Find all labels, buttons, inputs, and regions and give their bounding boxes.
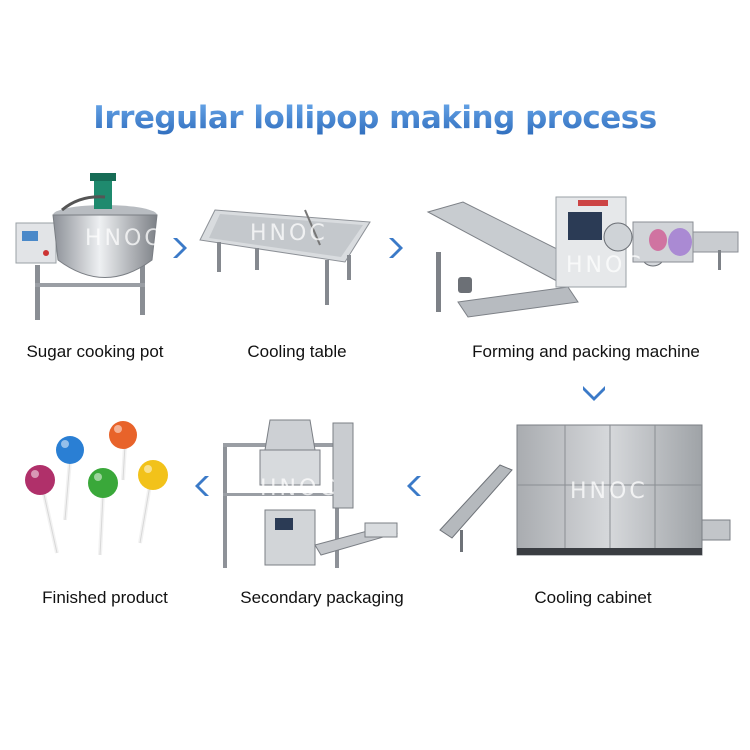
- step-forming-packing-machine: HNOC: [418, 192, 748, 332]
- label-forming-packing-machine: Forming and packing machine: [446, 342, 726, 362]
- lollipop-green: [88, 468, 118, 555]
- forming-packing-machine-icon: HNOC: [418, 192, 748, 332]
- watermark-2: HNOC: [250, 221, 328, 246]
- arrow-left-icon: [190, 474, 212, 503]
- arrow-right-icon: [386, 236, 408, 265]
- watermark-5: HNOC: [260, 476, 338, 501]
- watermark-3: HNOC: [566, 253, 644, 278]
- lollipops-icon: [15, 415, 185, 565]
- lollipop-purple: [25, 465, 57, 553]
- secondary-packaging-machine-icon: HNOC: [215, 415, 405, 575]
- step-finished-product: [15, 415, 185, 565]
- arrow-right-icon: [170, 236, 192, 265]
- step-cooling-table: HNOC: [195, 200, 375, 310]
- lollipop-yellow: [138, 460, 168, 543]
- lollipop-blue: [56, 436, 84, 520]
- step-secondary-packaging: HNOC: [215, 415, 405, 575]
- label-sugar-cooking-pot: Sugar cooking pot: [10, 342, 180, 362]
- step-cooling-cabinet: HNOC: [430, 420, 735, 565]
- step-sugar-cooking-pot: HNOC: [10, 165, 170, 330]
- arrow-down-icon: [581, 383, 607, 410]
- label-cooling-cabinet: Cooling cabinet: [508, 588, 678, 608]
- arrow-left-icon: [402, 474, 424, 503]
- cooling-cabinet-icon: HNOC: [430, 420, 735, 565]
- watermark-4: HNOC: [570, 479, 648, 504]
- lollipop-orange: [109, 421, 137, 480]
- watermark-1: HNOC: [85, 226, 163, 251]
- label-finished-product: Finished product: [20, 588, 190, 608]
- label-secondary-packaging: Secondary packaging: [222, 588, 422, 608]
- cooling-table-icon: HNOC: [195, 200, 375, 310]
- page-title: Irregular lollipop making process: [0, 100, 750, 136]
- sugar-cooking-pot-icon: HNOC: [10, 165, 170, 330]
- label-cooling-table: Cooling table: [212, 342, 382, 362]
